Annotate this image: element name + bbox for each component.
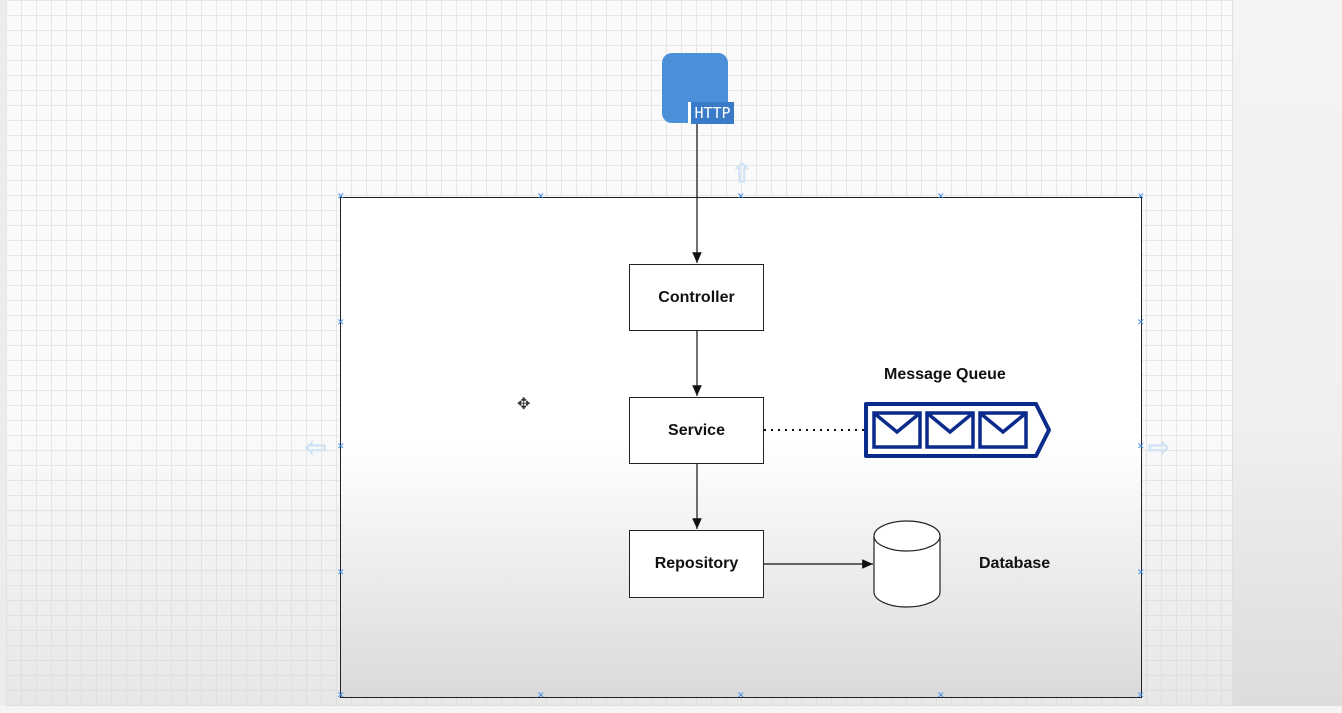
selection-handle[interactable]: ✕	[1137, 441, 1145, 451]
selection-handle[interactable]: ✕	[337, 441, 345, 451]
message-queue-icon[interactable]	[864, 402, 1051, 458]
selection-handle[interactable]: ✕	[1137, 567, 1145, 577]
repository-box[interactable]: Repository	[629, 530, 764, 598]
selection-handle[interactable]: ✕	[1137, 317, 1145, 327]
arrow-right-hint-icon[interactable]: ⇨	[1148, 432, 1170, 462]
service-box[interactable]: Service	[629, 397, 764, 464]
arrow-up-hint-icon[interactable]: ⇧	[731, 158, 753, 188]
selection-handle[interactable]: ✕	[737, 690, 745, 700]
move-cursor-icon: ✥	[517, 396, 531, 413]
message-queue-label: Message Queue	[884, 366, 1006, 383]
selection-handle[interactable]: ✕	[1137, 690, 1145, 700]
controller-label: Controller	[658, 288, 735, 306]
selection-handle[interactable]: ✕	[937, 690, 945, 700]
selection-handle[interactable]: ✕	[537, 191, 545, 201]
http-label: HTTP	[688, 102, 734, 124]
selection-handle[interactable]: ✕	[537, 690, 545, 700]
selection-handle[interactable]: ✕	[337, 567, 345, 577]
selection-handle[interactable]: ✕	[337, 191, 345, 201]
database-label: Database	[979, 555, 1051, 572]
selection-handle[interactable]: ✕	[337, 690, 345, 700]
database-cylinder-icon[interactable]	[873, 520, 941, 608]
repository-label: Repository	[654, 555, 739, 572]
format-panel	[1232, 0, 1342, 713]
selection-handle[interactable]: ✕	[1137, 191, 1145, 201]
arrow-left-hint-icon[interactable]: ⇦	[305, 432, 327, 462]
selection-handle[interactable]: ✕	[937, 191, 945, 201]
controller-box[interactable]: Controller	[629, 264, 764, 331]
selection-handle[interactable]: ✕	[737, 191, 745, 201]
selection-handle[interactable]: ✕	[337, 317, 345, 327]
bottom-bar	[0, 706, 1342, 713]
service-label: Service	[668, 421, 725, 439]
